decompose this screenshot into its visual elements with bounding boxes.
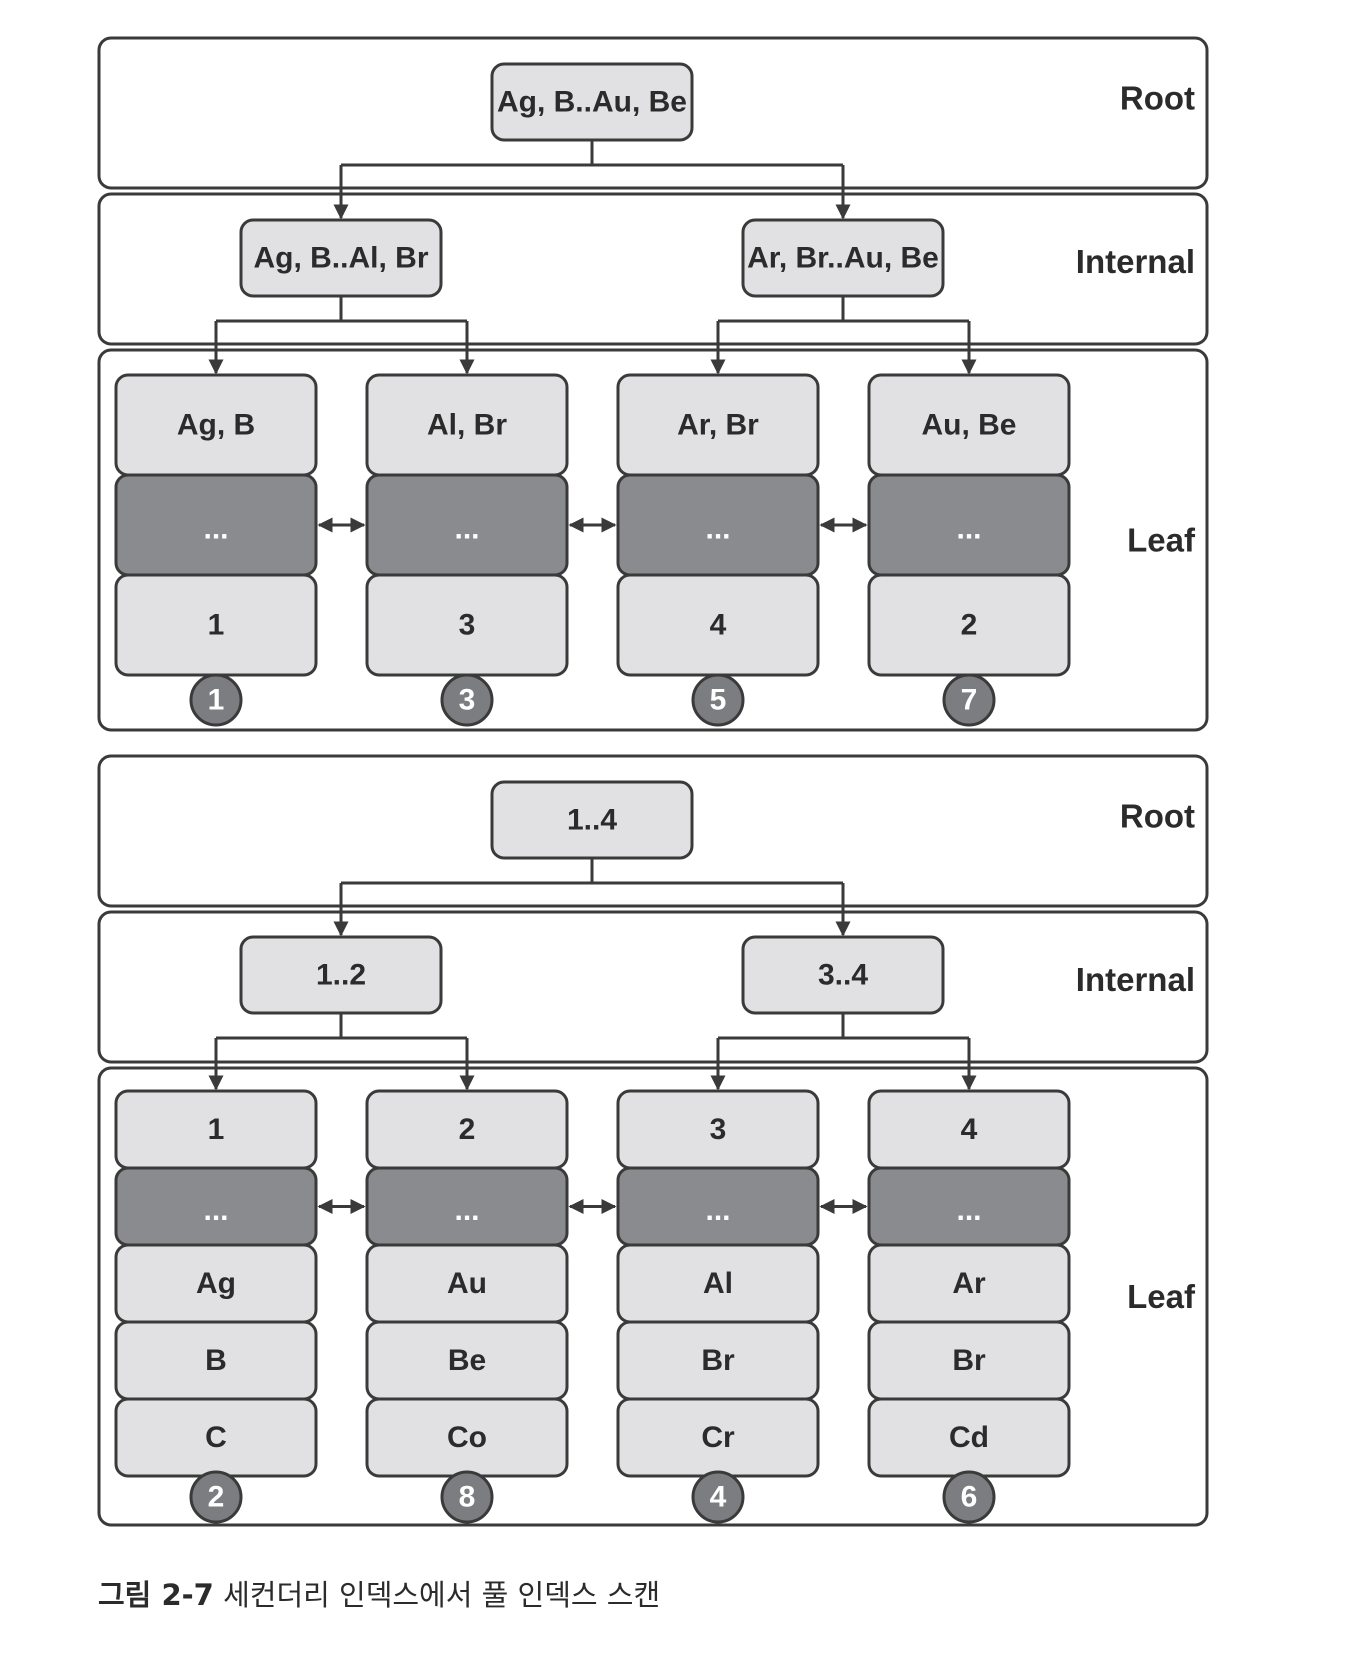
leaf-cell-label: 4 (961, 1113, 978, 1146)
leaf-pointer-cell-label: ... (203, 513, 228, 546)
internal-level-label: Internal (1076, 243, 1195, 280)
leaf-cell-label: 3 (710, 1113, 727, 1146)
leaf-pointer-cell-label: ... (705, 513, 730, 546)
leaf-pointer-cell-label: ... (203, 1194, 228, 1227)
figure-caption: 그림 2-7 세컨더리 인덱스에서 풀 인덱스 스캔 (98, 1572, 660, 1614)
caption-figure-number: 그림 2-7 (98, 1578, 214, 1612)
leaf-cell-label: Ag, B (177, 409, 255, 442)
leaf-pointer-cell-label: ... (956, 513, 981, 546)
root-connector (341, 858, 843, 885)
internal-connector-2 (718, 1013, 969, 1040)
internal-node (741, 935, 945, 1015)
leaf-cell-label: C (205, 1421, 227, 1454)
leaf-cell-label: Co (447, 1421, 487, 1454)
leaf-pointer-cell-label: ... (454, 1194, 479, 1227)
leaf-level-label: Leaf (1127, 522, 1196, 559)
internal-node-label: 3..4 (818, 959, 868, 992)
leaf-cell-label: 1 (208, 1113, 225, 1146)
root-level-label: Root (1120, 80, 1195, 117)
scan-order-badge (942, 1470, 996, 1524)
leaf-cell-label: Cr (701, 1421, 735, 1454)
scan-order-badge-number: 4 (710, 1481, 727, 1514)
internal-node (239, 218, 443, 298)
scan-order-badge (691, 1470, 745, 1524)
leaf-cell-label: 3 (459, 609, 476, 642)
internal-node-label: Ag, B..Al, Br (253, 242, 428, 275)
scan-order-badge (440, 1470, 494, 1524)
scan-order-badge-number: 3 (459, 684, 476, 717)
root-node-label: 1..4 (567, 804, 617, 837)
leaf-cell-label: Al, Br (427, 409, 507, 442)
leaf-cell-label: 2 (459, 1113, 476, 1146)
scan-order-badge (440, 673, 494, 727)
leaf-cell-label: Al (703, 1267, 733, 1300)
leaf-pointer-cell-label: ... (454, 513, 479, 546)
internal-connector-1 (216, 1013, 467, 1040)
leaf-cell-label: Ar (952, 1267, 986, 1300)
leaf-cell-label: Ar, Br (677, 409, 759, 442)
internal-connector-2 (718, 296, 969, 323)
leaf-cell-label: Be (448, 1344, 486, 1377)
leaf-cell-label: Au (447, 1267, 487, 1300)
leaf-cell-label: 2 (961, 609, 978, 642)
leaf-cell-label: Br (701, 1344, 735, 1377)
leaf-cell-label: Cd (949, 1421, 989, 1454)
leaf-pointer-cell-label: ... (956, 1194, 981, 1227)
scan-order-badge-number: 6 (961, 1481, 978, 1514)
scan-order-badge (189, 1470, 243, 1524)
leaf-pointer-cell-label: ... (705, 1194, 730, 1227)
scan-order-badge-number: 5 (710, 684, 727, 717)
leaf-cell-label: Ag (196, 1267, 236, 1300)
root-node (490, 62, 694, 142)
root-node-label: Ag, B..Au, Be (497, 86, 687, 119)
internal-connector-1 (216, 296, 467, 323)
leaf-cell-label: B (205, 1344, 227, 1377)
scan-order-badge-number: 2 (208, 1481, 225, 1514)
scan-order-badge-number: 7 (961, 684, 978, 717)
leaf-cell-label: 4 (710, 609, 727, 642)
scan-order-badge (691, 673, 745, 727)
internal-node-label: 1..2 (316, 959, 366, 992)
internal-node (741, 218, 945, 298)
root-node (490, 780, 694, 860)
root-level-label: Root (1120, 798, 1195, 835)
tree-diagram-1 (97, 36, 1209, 732)
internal-node-label: Ar, Br..Au, Be (747, 242, 939, 275)
scan-order-badge-number: 1 (208, 684, 225, 717)
leaf-cell-label: Br (952, 1344, 986, 1377)
internal-node (239, 935, 443, 1015)
leaf-cell-label: 1 (208, 609, 225, 642)
scan-order-badge (942, 673, 996, 727)
scan-order-badge-number: 8 (459, 1481, 476, 1514)
tree-diagram-2 (97, 754, 1209, 1527)
leaf-cell-label: Au, Be (921, 409, 1016, 442)
caption-text: 세컨더리 인덱스에서 풀 인덱스 스캔 (223, 1578, 661, 1612)
leaf-level-label: Leaf (1127, 1278, 1196, 1315)
scan-order-badge (189, 673, 243, 727)
root-connector (341, 140, 843, 167)
internal-level-label: Internal (1076, 961, 1195, 998)
